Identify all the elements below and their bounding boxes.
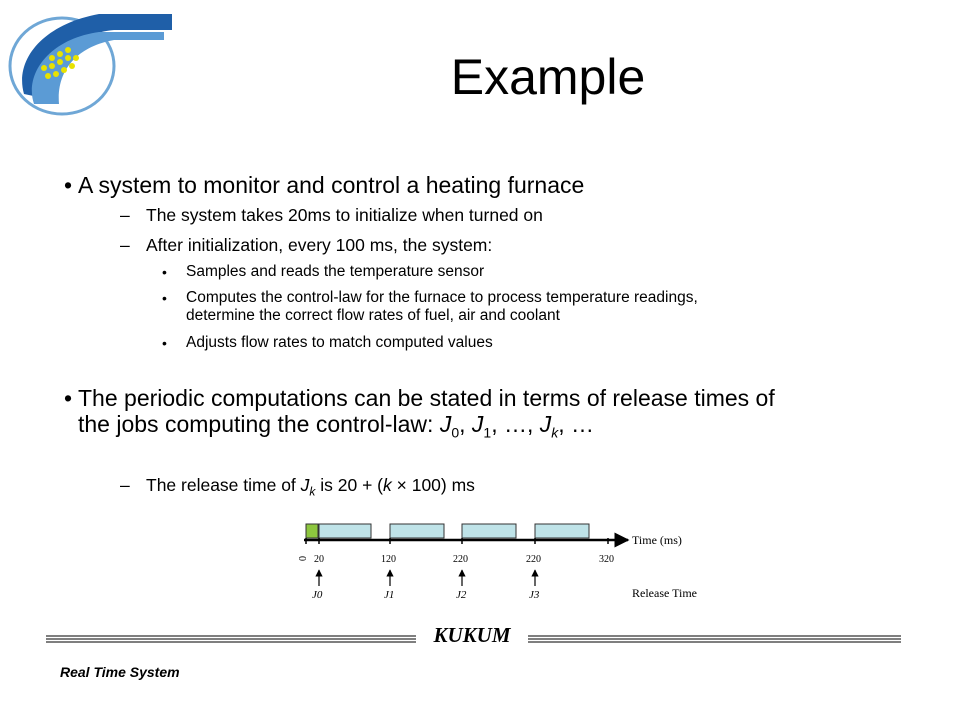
bullet-text: the jobs computing the control-law: xyxy=(78,411,440,437)
job-block-0 xyxy=(318,523,372,539)
subsub-bullet-sample: • Samples and reads the temperature sens… xyxy=(162,263,916,281)
job-symbol: J xyxy=(471,411,484,437)
tick-label-220b: 220 xyxy=(526,554,541,565)
bullet-text: The periodic computations can be stated … xyxy=(78,385,775,411)
job-symbol: J xyxy=(300,475,310,495)
subsub-bullet-adjust: • Adjusts flow rates to match computed v… xyxy=(162,334,916,352)
sub-bullet-after-init: – After initialization, every 100 ms, th… xyxy=(120,234,493,256)
brand-label: KUKUM xyxy=(416,620,528,650)
job-label-0: J0 xyxy=(312,589,323,601)
bullet-marker: • xyxy=(162,335,167,351)
job-block-3 xyxy=(534,523,590,539)
job-block-1 xyxy=(389,523,445,539)
tick-label-220: 220 xyxy=(453,554,468,565)
subsub-text: determine the correct flow rates of fuel… xyxy=(186,307,560,324)
init-block xyxy=(305,523,319,539)
bullet-marker: • xyxy=(162,264,167,280)
job-block-2 xyxy=(461,523,517,539)
k-variable: k xyxy=(383,475,392,495)
tick-label-0: 0 xyxy=(298,556,309,561)
course-label: Real Time System xyxy=(60,664,180,680)
release-time-diagram: Time (ms) 0 20 120 220 220 320 J0 J1 J2 … xyxy=(298,523,697,601)
dash-marker: – xyxy=(120,205,130,225)
tick-label-120: 120 xyxy=(381,554,396,565)
job-label-2: J2 xyxy=(456,589,467,601)
subsub-text: Adjusts flow rates to match computed val… xyxy=(186,334,493,351)
subsub-bullet-compute: • Computes the control-law for the furna… xyxy=(162,289,916,307)
subsub-bullet-compute-cont: determine the correct flow rates of fuel… xyxy=(186,307,916,325)
dash-marker: – xyxy=(120,235,130,255)
sub-bullet-text: × 100) ms xyxy=(391,475,475,495)
tick-label-320: 320 xyxy=(599,554,614,565)
bullet-marker: • xyxy=(64,172,73,198)
ellipsis: … xyxy=(503,411,527,437)
job-label-3: J3 xyxy=(529,589,540,601)
sub-bullet-text: The release time of xyxy=(146,475,301,495)
slide-title: Example xyxy=(450,49,646,105)
job-index: 1 xyxy=(483,424,492,441)
job-index: 0 xyxy=(451,424,460,441)
job-symbol: J xyxy=(539,411,552,437)
job-index: k xyxy=(551,424,559,441)
bullet-periodic-line2: the jobs computing the control-law: J0, … xyxy=(78,411,595,441)
axis-ticks xyxy=(305,538,609,544)
tick-label-20: 20 xyxy=(314,554,324,565)
job-label-1: J1 xyxy=(384,589,394,601)
job-index: k xyxy=(309,484,316,499)
bullet-text: A system to monitor and control a heatin… xyxy=(78,172,585,198)
bullet-furnace-system: • A system to monitor and control a heat… xyxy=(64,172,585,198)
university-logo-icon xyxy=(8,14,173,116)
subsub-text: Samples and reads the temperature sensor xyxy=(186,263,485,280)
sub-bullet-text: After initialization, every 100 ms, the … xyxy=(146,235,493,255)
sub-bullet-initialize: – The system takes 20ms to initialize wh… xyxy=(120,204,543,226)
bullet-marker: • xyxy=(162,290,167,306)
sub-bullet-text: The system takes 20ms to initialize when… xyxy=(146,205,543,225)
dash-marker: – xyxy=(120,475,130,495)
release-time-label: Release Time xyxy=(632,586,697,600)
subsub-text: Computes the control-law for the furnace… xyxy=(186,289,698,306)
sub-bullet-release-time: – The release time of Jk is 20 + (k × 10… xyxy=(120,474,475,503)
job-symbol: J xyxy=(439,411,452,437)
sub-bullet-text: is 20 + ( xyxy=(315,475,384,495)
bullet-periodic: • The periodic computations can be state… xyxy=(64,385,775,411)
axis-label: Time (ms) xyxy=(632,533,682,547)
ellipsis: … xyxy=(571,411,595,437)
bullet-marker: • xyxy=(64,385,73,411)
release-arrows xyxy=(315,569,539,586)
